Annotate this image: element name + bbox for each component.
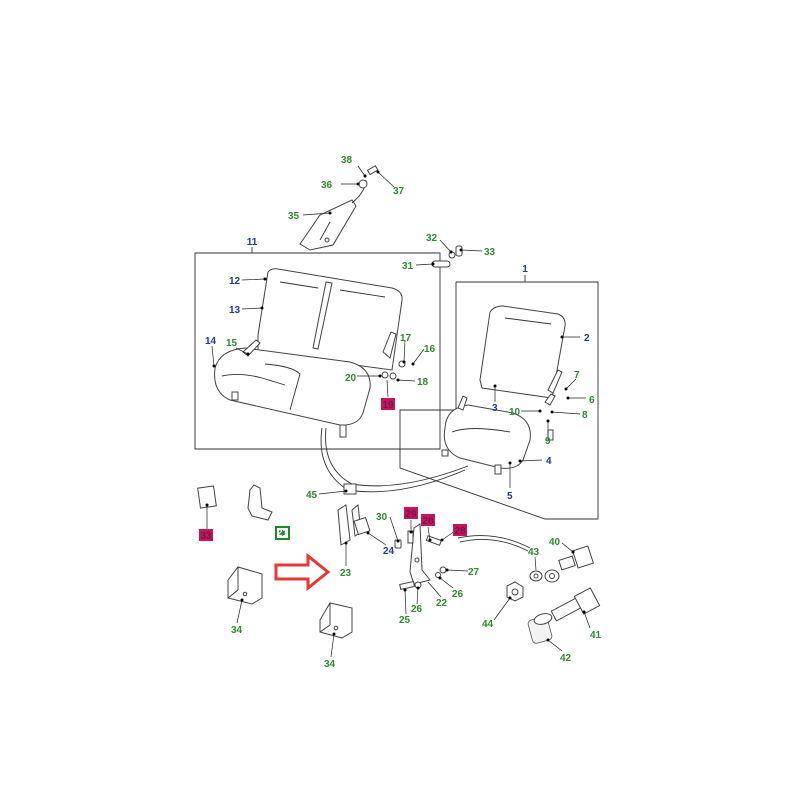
bolt-40 [558,545,595,571]
callout-30: 30 [376,512,388,523]
callout-34a: 34 [231,625,243,636]
callout-26a: 26 [411,604,423,615]
nut-27 [439,566,447,574]
callout-34b: 34 [324,659,336,670]
callout-45: 45 [306,490,318,501]
callout-8: 8 [582,410,588,421]
callout-7: 7 [574,370,580,381]
callout-17: 17 [400,333,412,344]
callout-4: 4 [546,456,552,467]
callout-22: 22 [436,598,448,609]
callout-32: 32 [426,233,438,244]
front-seat [441,305,566,475]
callout-36: 36 [321,180,333,191]
callout-43: 43 [528,547,540,558]
callout-31: 31 [402,261,414,272]
callout-37: 37 [393,186,405,197]
callout-38: 38 [341,155,353,166]
callout-9: 9 [545,436,551,447]
part-33-plate [197,485,217,509]
callout-16: 16 [424,344,436,355]
svg-text:21: 21 [277,528,289,539]
callout-15: 15 [226,338,238,349]
callout-33: 33 [484,247,496,258]
callout-25: 25 [399,615,411,626]
callout-labels: 1 2 3 4 5 6 7 8 9 10 11 12 13 14 15 16 1… [205,155,602,670]
callout-2: 2 [584,333,590,344]
boxed-callout-19: 19 [381,398,395,411]
callout-41: 41 [590,630,602,641]
callout-35: 35 [288,211,300,222]
boxed-callout-33: 33 [199,529,213,542]
callout-42: 42 [560,653,572,664]
callout-1: 1 [522,264,528,275]
callout-12: 12 [229,276,241,287]
leader-lines [205,165,591,658]
strap-clip-45 [343,483,357,495]
washer-26b [435,572,441,578]
boxed-callout-28b: 28 [453,524,467,537]
callout-24: 24 [383,546,395,557]
svg-text:19: 19 [382,400,394,411]
boxed-callout-28: 28 [421,514,435,527]
boxed-callouts: 19 33 21 29 28 28 [199,398,467,542]
bracket-34-lower [319,602,353,639]
callout-44: 44 [482,619,494,630]
bracket-34-upper [227,566,263,605]
boxed-callout-21: 21 [275,526,290,540]
callout-27: 27 [468,567,480,578]
bolt-25 [399,580,416,590]
strap-45 [320,427,466,493]
callout-6: 6 [589,395,595,406]
seat-belt-assembly [299,165,379,251]
plate-24 [353,516,371,536]
pointer-arrow [274,552,331,592]
cable-28 [457,535,531,549]
svg-text:29: 29 [405,509,417,520]
callout-14: 14 [205,336,217,347]
callout-26b: 26 [452,589,464,600]
callout-11: 11 [247,237,258,248]
callout-20: 20 [345,373,357,384]
callout-3: 3 [492,403,498,414]
screw-28 [425,535,442,546]
svg-text:28: 28 [454,526,466,537]
callout-18: 18 [417,377,429,388]
front-seat-group-box [399,281,599,520]
pin-31 [431,260,451,268]
rear-bench-seat [214,268,406,438]
part-21-bracket [247,484,273,521]
bolt-41 [550,587,601,622]
svg-text:33: 33 [200,531,212,542]
callout-13: 13 [229,305,241,316]
callout-10: 10 [509,407,521,418]
callout-5: 5 [507,491,513,502]
callout-23: 23 [340,568,352,579]
rear-bench-group-box [194,252,441,450]
callout-40: 40 [549,537,561,548]
hinge-22 [409,523,431,585]
spacer-42 [527,613,553,644]
svg-text:28: 28 [422,516,434,527]
boxed-callout-29: 29 [404,507,418,520]
